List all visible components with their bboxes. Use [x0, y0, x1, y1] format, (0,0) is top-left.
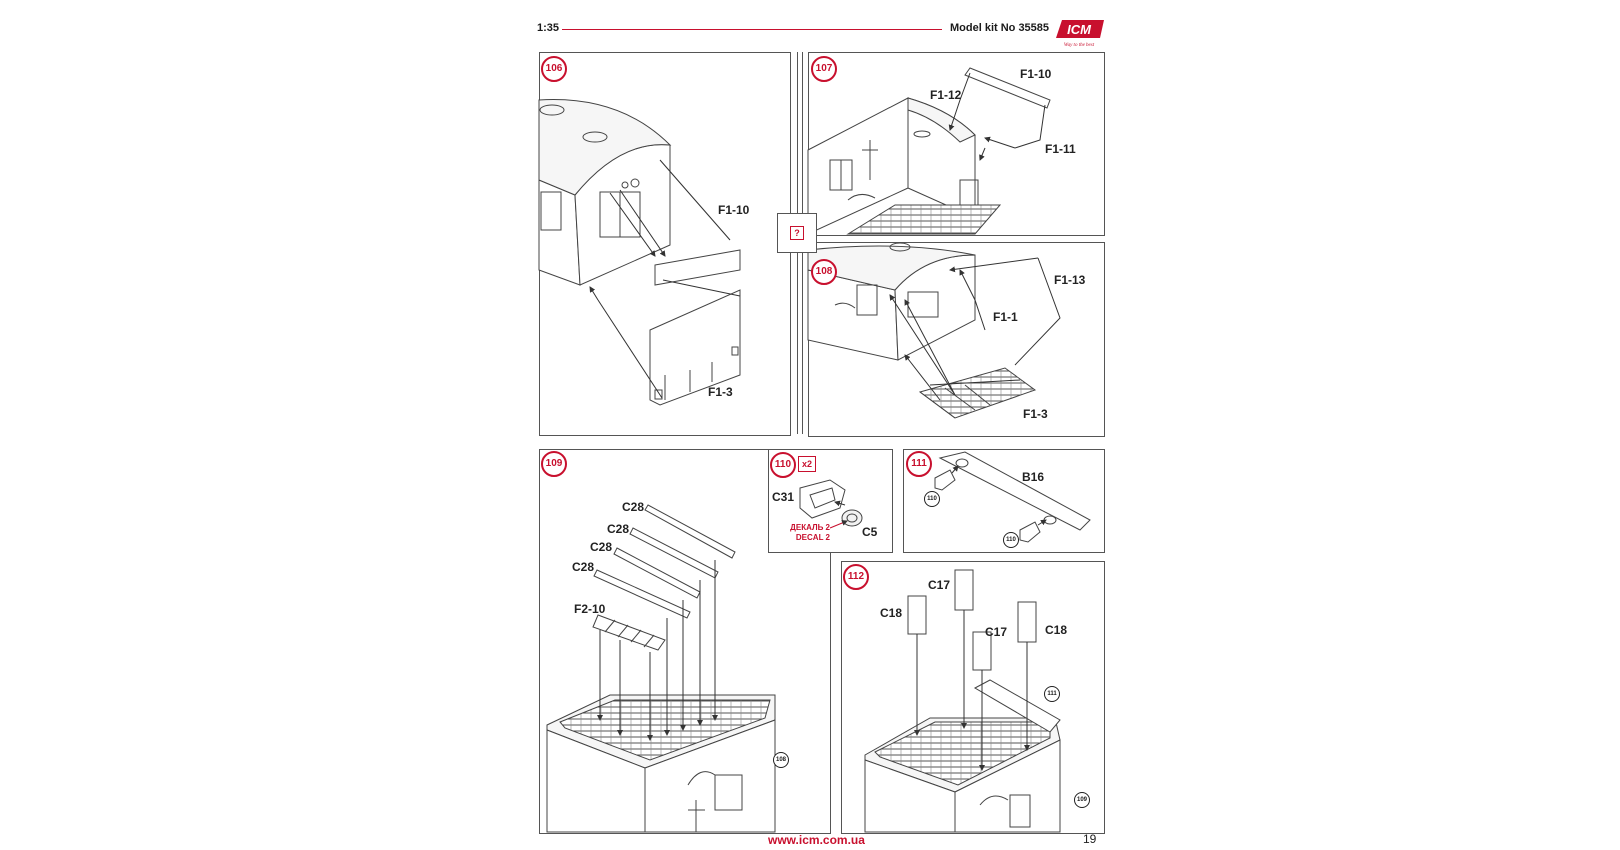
part-label: C18 [880, 606, 903, 620]
step-reference: 110 [1003, 532, 1019, 548]
part-label: C28 [622, 500, 645, 514]
part-label: F1-10 [718, 203, 750, 217]
multiplier-badge: x2 [798, 456, 816, 472]
step-number-107: 107 [811, 56, 837, 82]
step-reference: 108 [773, 752, 789, 768]
header-rule [562, 29, 942, 30]
step-number-110: 110 [770, 452, 796, 478]
step-108-drawing [807, 242, 1061, 419]
part-label: F1-11 [1045, 142, 1076, 156]
part-label: C18 [1045, 623, 1068, 637]
part-label: C31 [772, 490, 795, 504]
step-number-111: 111 [906, 451, 932, 477]
step-110-drawing [799, 479, 863, 529]
part-label: F1-3 [708, 385, 733, 399]
part-label: F1-13 [1054, 273, 1086, 287]
step-number-108: 108 [811, 259, 837, 285]
part-label: F2-10 [574, 602, 606, 616]
svg-text:ICM: ICM [1067, 22, 1092, 37]
scale-label: 1:35 [537, 22, 560, 34]
part-label: C17 [985, 625, 1008, 639]
part-label: F1-10 [1020, 67, 1052, 81]
step-109-drawing [546, 504, 776, 833]
part-label: C28 [607, 522, 630, 536]
website-link[interactable]: www.icm.com.ua [768, 833, 865, 847]
part-label: F1-12 [930, 88, 962, 102]
icm-logo: ICM Way to the best [1054, 16, 1104, 48]
question-icon: ? [790, 226, 804, 240]
step-number-112: 112 [843, 564, 869, 590]
part-label: C28 [572, 560, 595, 574]
step-reference: 111 [1044, 686, 1060, 702]
step-112-drawing [864, 569, 1061, 833]
step-number-106: 106 [541, 56, 567, 82]
step-number-109: 109 [541, 451, 567, 477]
kit-number: Model kit No 35585 [950, 22, 1050, 34]
decal-label-en: DECAL 2 [795, 533, 830, 542]
decal-label-ru: ДЕКАЛЬ 2 [790, 523, 830, 532]
part-label: F1-3 [1023, 407, 1048, 421]
page-number: 19 [1083, 832, 1097, 846]
part-label: F1-1 [993, 310, 1018, 324]
part-label: C28 [590, 540, 613, 554]
optional-step-marker: ? [777, 213, 817, 253]
step-reference: 109 [1074, 792, 1090, 808]
step-107-drawing [807, 67, 1051, 235]
part-label: B16 [1022, 470, 1045, 484]
part-label: C17 [928, 578, 951, 592]
step-111-drawing [934, 451, 1091, 543]
part-label: C5 [862, 525, 878, 539]
step-reference: 110 [924, 491, 940, 507]
svg-text:Way to the best: Way to the best [1064, 43, 1095, 48]
step-106-drawing [538, 99, 741, 406]
